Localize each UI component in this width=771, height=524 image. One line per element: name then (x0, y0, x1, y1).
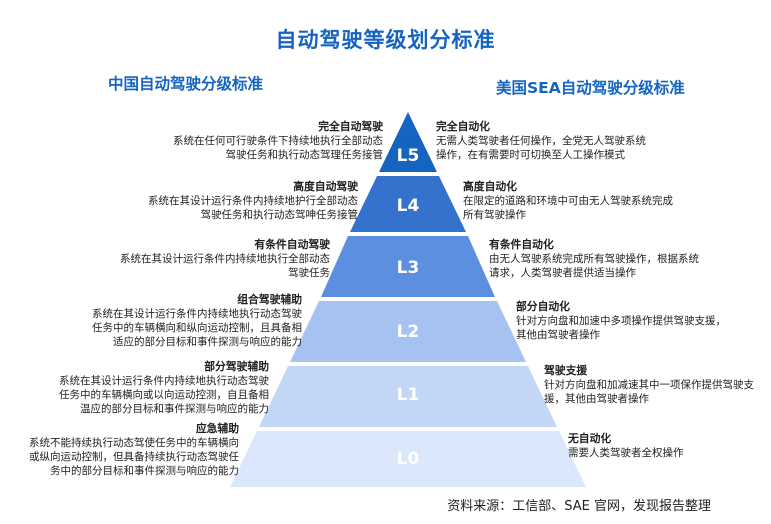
pyramid-tier-L1 (259, 366, 557, 427)
pyramid-tier-L2 (290, 301, 526, 362)
cn-level-title: 应急辅助 (195, 422, 239, 435)
sae-level-desc: 在限定的道路和环境中可由无人驾驶系统完成 所有驾驶操作 (463, 195, 673, 221)
pyramid-tier-L0 (230, 431, 586, 487)
sae-level-desc: 针对方向盘和加减速其中一项保作提供驾驶支 援，其他由驾驶者操作 (544, 379, 754, 405)
sae-level-desc: 无需人类驾驶者任何操作，全党无人驾驶系统 操作，在有需要时可切换至人工操作模式 (436, 135, 646, 161)
sae-level-L5: 完全自动化 无需人类驾驶者任何操作，全党无人驾驶系统 操作，在有需要时可切换至人… (436, 120, 646, 162)
source-note: 资料来源：工信部、SAE 官网，发现报告整理 (447, 499, 711, 514)
sae-level-L3: 有条件自动化 由无人驾驶系统完成所有驾驶操作，根据系统 请求，人类驾驶者提供适当… (489, 238, 699, 280)
level-label-L1: L1 (396, 385, 420, 405)
china-standard-header: 中国自动驾驶分级标准 (108, 75, 264, 93)
sae-level-desc: 由无人驾驶系统完成所有驾驶操作，根据系统 请求，人类驾驶者提供适当操作 (489, 253, 699, 279)
pyramid-tier-L3 (321, 236, 495, 297)
level-label-L2: L2 (396, 322, 420, 342)
sae-level-title: 部分自动化 (516, 300, 570, 313)
sae-level-L4: 高度自动化 在限定的道路和环境中可由无人驾驶系统完成 所有驾驶操作 (463, 180, 673, 222)
cn-level-desc: 系统在其设计运行条件内持续地护行全部动态 驾驶任务和执行动态驾呻任务接管 (148, 195, 358, 221)
cn-level-L3: 有条件自动驾驶 系统在其设计运行条件内持续地执行全部动态 驾驶任务 (120, 238, 330, 280)
cn-level-desc: 系统不能持续执行动态驾使任务中的车辆横向 或纵向运动控制，但具备持续执行动态驾驶… (29, 437, 239, 477)
cn-level-title: 部分驾驶辅助 (204, 360, 269, 373)
sae-level-L1: 驾驶支援 针对方向盘和加减速其中一项保作提供驾驶支 援，其他由驾驶者操作 (544, 364, 754, 406)
sae-level-title: 高度自动化 (463, 180, 517, 193)
sae-level-title: 有条件自动化 (489, 238, 554, 251)
sae-level-L2: 部分自动化 针对方向盘和加速中多项操作提供驾驶支援， 其他由驾驶者操作 (516, 300, 726, 342)
cn-level-title: 组合驾驶辅助 (237, 293, 302, 306)
pyramid-tier-L5 (379, 112, 437, 172)
cn-level-title: 有条件自动驾驶 (254, 238, 330, 251)
page-title: 自动驾驶等级划分标准 (275, 28, 496, 52)
cn-level-title: 高度自动驾驶 (293, 180, 358, 193)
cn-level-L2: 组合驾驶辅助 系统在其设计运行条件内持续地执行动态驾驶 任务中的车辆横向和纵向运… (92, 293, 302, 349)
sae-level-title: 驾驶支援 (544, 364, 588, 377)
sae-standard-header: 美国SEA自动驾驶分级标准 (496, 79, 685, 97)
sae-level-L0: 无自动化 需要人类驾驶者全权操作 (568, 432, 684, 460)
level-label-L3: L3 (396, 258, 420, 278)
cn-level-desc: 系统在任何可行驶条件下持续地执行全部动态 驾驶任务和执行动态驾理任务接管 (173, 135, 383, 161)
level-label-L5: L5 (396, 146, 420, 166)
cn-level-L4: 高度自动驾驶 系统在其设计运行条件内持续地护行全部动态 驾驶任务和执行动态驾呻任… (148, 180, 358, 222)
cn-level-L5: 完全自动驾驶 系统在任何可行驶条件下持续地执行全部动态 驾驶任务和执行动态驾理任… (173, 120, 383, 162)
cn-level-title: 完全自动驾驶 (318, 120, 383, 133)
sae-level-title: 无自动化 (568, 432, 612, 445)
cn-level-desc: 系统在其设计运行条件内持续地执行动态驾驶 任务中的车辆横向和纵向运动控制，且具备… (92, 308, 302, 348)
level-label-L0: L0 (396, 449, 420, 469)
cn-level-desc: 系统在其设计运行条件内持续地执行全部动态 驾驶任务 (120, 253, 330, 279)
sae-level-title: 完全自动化 (436, 120, 490, 133)
cn-level-L1: 部分驾驶辅助 系统在其设计运行条件内持续地执行动态驾驶 任务中的车辆横向或以向运… (59, 360, 269, 416)
cn-level-desc: 系统在其设计运行条件内持续地执行动态驾驶 任务中的车辆横向或以向运动控测，自且备… (59, 375, 269, 415)
level-label-L4: L4 (396, 196, 420, 216)
sae-level-desc: 需要人类驾驶者全权操作 (568, 447, 684, 459)
cn-level-L0: 应急辅助 系统不能持续执行动态驾使任务中的车辆横向 或纵向运动控制，但具备持续执… (29, 422, 239, 478)
sae-level-desc: 针对方向盘和加速中多项操作提供驾驶支援， 其他由驾驶者操作 (516, 315, 726, 341)
pyramid-tier-L4 (350, 176, 466, 232)
